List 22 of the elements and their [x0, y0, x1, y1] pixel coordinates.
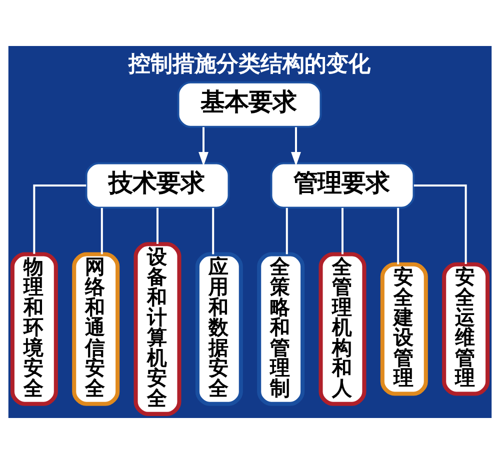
node-box: 安全建设管理: [380, 262, 428, 396]
diagram-title: 控制措施分类结构的变化: [128, 50, 371, 77]
node-box: 全策略和管理制: [257, 252, 305, 406]
node-box: 基本要求: [177, 81, 322, 128]
connector: [286, 208, 288, 254]
connector: [397, 208, 400, 264]
connector: [156, 208, 159, 244]
connector: [100, 208, 103, 254]
node-box: 全管理机构和人: [318, 252, 366, 406]
connector: [414, 184, 467, 264]
node-box: 安全运维管理: [442, 262, 490, 396]
connector: [341, 208, 344, 254]
node-box: 设备和计算机安全: [134, 242, 182, 416]
node-box: 技术要求: [85, 162, 230, 209]
arrow: [291, 127, 301, 166]
node-box: 网络和通信安全: [72, 252, 120, 406]
node-box: 物理和环境安全: [10, 252, 58, 406]
node-box: 应用和数据安全: [195, 252, 243, 406]
arrow: [198, 127, 208, 166]
node-box: 管理要求: [270, 162, 415, 209]
connector: [33, 184, 86, 254]
connector: [212, 208, 214, 254]
